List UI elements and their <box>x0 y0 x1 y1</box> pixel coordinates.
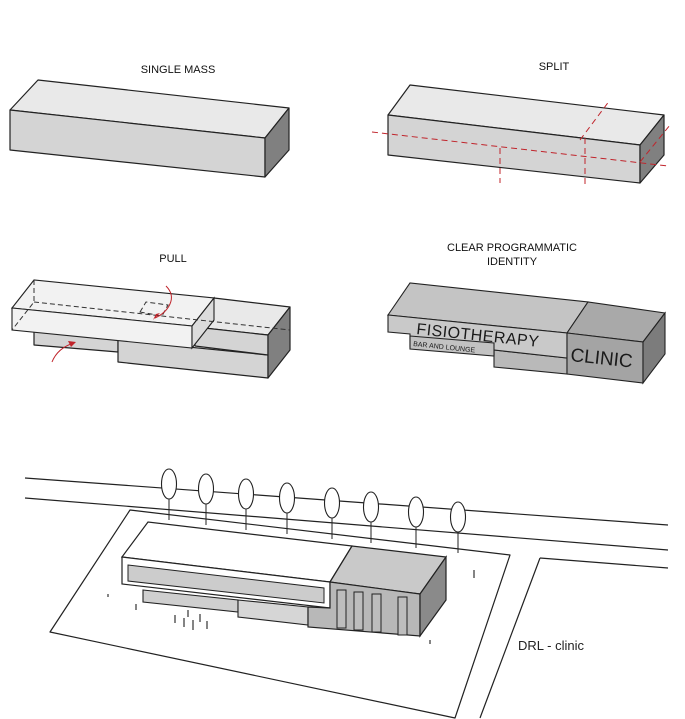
tree <box>407 496 425 548</box>
site-plan: DRL - clinic <box>24 468 669 719</box>
clinic-window-slot <box>353 591 364 631</box>
side-street-top <box>539 557 669 569</box>
single-mass-label: SINGLE MASS <box>141 64 216 76</box>
split-cut-line-end <box>639 124 671 163</box>
pull-label: PULL <box>159 253 187 265</box>
split-diagram: SPLIT <box>371 61 671 185</box>
clear-identity-label-line1: CLEAR PROGRAMMATIC <box>447 242 577 254</box>
building-main-window-band <box>127 564 325 604</box>
pull-ghost-edge-long <box>33 301 291 331</box>
tree <box>449 501 467 553</box>
street-line-top <box>24 477 669 526</box>
clinic-window-slot <box>336 589 347 629</box>
identity-bar-lounge-band <box>409 335 495 357</box>
site-building <box>120 521 448 638</box>
pull-arrow-bottom-head <box>68 341 76 347</box>
building-clinic-side <box>419 555 447 638</box>
pull-diagram: PULL <box>10 253 291 379</box>
pull-courtyard-mark <box>139 301 169 317</box>
pull-arrow-top <box>154 285 172 319</box>
pull-body-side-face <box>267 306 291 379</box>
tree-row <box>160 468 467 553</box>
clinic-window-slot <box>371 593 382 633</box>
tree <box>160 468 178 520</box>
single-mass-diagram: SINGLE MASS <box>9 64 290 178</box>
clinic-window-slot <box>397 596 408 636</box>
tree <box>278 482 296 534</box>
clear-identity-diagram: CLEAR PROGRAMMATIC IDENTITY FISIOTHERAPY… <box>387 242 667 385</box>
tree <box>197 473 215 525</box>
tree <box>362 491 380 543</box>
site-caption: DRL - clinic <box>518 638 584 653</box>
street-line-bottom <box>24 497 669 551</box>
split-label: SPLIT <box>539 61 570 73</box>
site-plot-outline <box>49 509 511 719</box>
pull-arrow-top-head <box>153 313 160 320</box>
tree <box>323 487 341 539</box>
pull-pulled-volume-side <box>191 296 215 350</box>
split-cut-line-diagonal <box>579 99 611 141</box>
clear-identity-label-line2: IDENTITY <box>487 256 538 268</box>
identity-clinic-side <box>642 311 666 385</box>
single-mass-side-face <box>264 107 290 178</box>
side-street-left <box>479 557 541 719</box>
split-side-face <box>639 114 665 184</box>
people-figures <box>107 570 475 644</box>
tree <box>237 478 255 530</box>
